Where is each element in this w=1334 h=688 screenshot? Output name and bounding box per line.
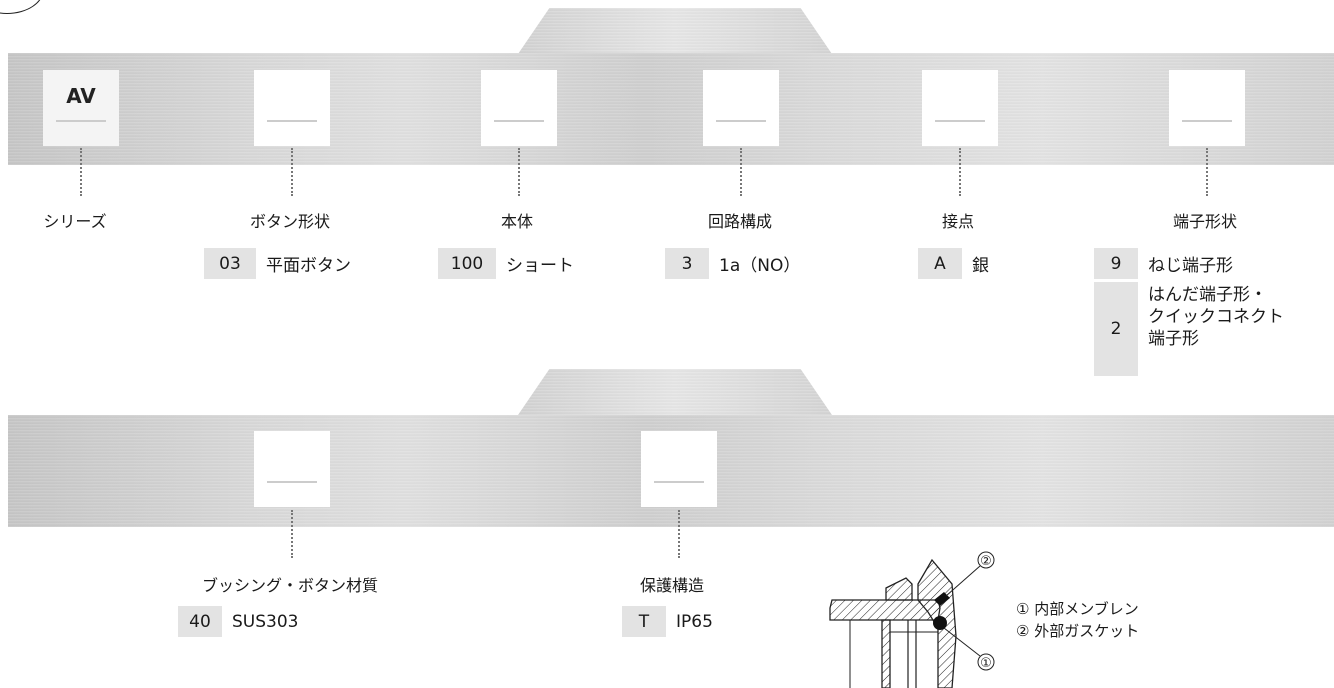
leader-dots [291, 510, 293, 558]
terminal-code-box[interactable] [1169, 70, 1245, 146]
terminal-label: 端子形状 [1172, 212, 1238, 231]
series-code: AV [66, 84, 96, 108]
internal-membrane-oring [933, 616, 947, 630]
leader-dots [959, 148, 961, 196]
body-label: 本体 [500, 212, 534, 231]
option-text-line: はんだ端子形・ [1148, 285, 1267, 305]
option-bushing-40[interactable]: 40 SUS303 [178, 606, 298, 637]
leader-dots [518, 148, 520, 196]
series-label: シリーズ [43, 212, 107, 231]
bushing-code-box[interactable] [254, 431, 330, 507]
option-terminal-2[interactable]: 2 はんだ端子形・ クイックコネクト 端子形 [1094, 282, 1284, 376]
leader-dots [80, 148, 82, 196]
protection-code-box[interactable] [641, 431, 717, 507]
option-text: 1a（NO） [719, 256, 801, 276]
nut-section [885, 577, 913, 601]
code-underline [935, 120, 985, 122]
option-text: IP65 [676, 611, 713, 632]
bushing-wall [881, 619, 891, 688]
option-code: 9 [1094, 248, 1138, 279]
circuit-label: 回路構成 [707, 212, 773, 231]
legend-item-internal-membrane: ① 内部メンブレン [1016, 600, 1139, 618]
contact-code-box[interactable] [922, 70, 998, 146]
leader-dots [1206, 148, 1208, 196]
leader-dots [740, 148, 742, 196]
button-shape-code-box[interactable] [254, 70, 330, 146]
circuit-code-box[interactable] [703, 70, 779, 146]
code-underline [494, 120, 544, 122]
corner-circle-mark [0, 0, 44, 14]
option-text: ねじ端子形 [1148, 256, 1233, 276]
top-bar-raised-section [518, 8, 832, 54]
option-text-multiline: はんだ端子形・ クイックコネクト 端子形 [1138, 282, 1284, 376]
seal-cross-section-diagram: ② ① [829, 551, 995, 688]
option-code: T [622, 606, 666, 637]
option-terminal-9[interactable]: 9 ねじ端子形 [1094, 248, 1233, 279]
option-code: A [918, 248, 962, 279]
body-code-box[interactable] [481, 70, 557, 146]
code-underline [716, 120, 766, 122]
code-underline [267, 120, 317, 122]
callout-1-label: ① [980, 656, 992, 671]
diagram-legend: ① 内部メンブレン ② 外部ガスケット [1016, 598, 1139, 642]
leader-dots [291, 148, 293, 196]
bottom-bar-raised-section [518, 369, 832, 415]
option-protection-T[interactable]: T IP65 [622, 606, 713, 637]
option-code: 03 [204, 248, 256, 279]
callout-2-label: ② [980, 554, 992, 569]
option-contact-A[interactable]: A 銀 [918, 248, 989, 279]
option-code: 2 [1094, 282, 1138, 376]
code-underline [267, 481, 317, 483]
bushing-label: ブッシング・ボタン材質 [201, 576, 379, 595]
series-code-box: AV [43, 70, 119, 146]
option-text: 銀 [972, 256, 989, 276]
contact-label: 接点 [941, 212, 975, 231]
option-button-shape-03[interactable]: 03 平面ボタン [204, 248, 351, 279]
code-underline [1182, 120, 1232, 122]
option-text: 平面ボタン [266, 256, 351, 276]
option-body-100[interactable]: 100 ショート [438, 248, 574, 279]
button-shape-label: ボタン形状 [249, 212, 331, 231]
option-code: 3 [665, 248, 709, 279]
option-code: 40 [178, 606, 222, 637]
leader-dots [678, 510, 680, 558]
top-code-bar [8, 53, 1334, 165]
legend-item-external-gasket: ② 外部ガスケット [1016, 622, 1140, 640]
protection-label: 保護構造 [639, 576, 705, 595]
option-text: ショート [506, 256, 574, 276]
option-text-line: 端子形 [1148, 329, 1199, 349]
option-code: 100 [438, 248, 496, 279]
option-text-line: クイックコネクト [1148, 307, 1284, 327]
code-underline [654, 481, 704, 483]
option-circuit-3[interactable]: 3 1a（NO） [665, 248, 800, 279]
code-underline [56, 120, 106, 122]
option-text: SUS303 [232, 611, 299, 632]
